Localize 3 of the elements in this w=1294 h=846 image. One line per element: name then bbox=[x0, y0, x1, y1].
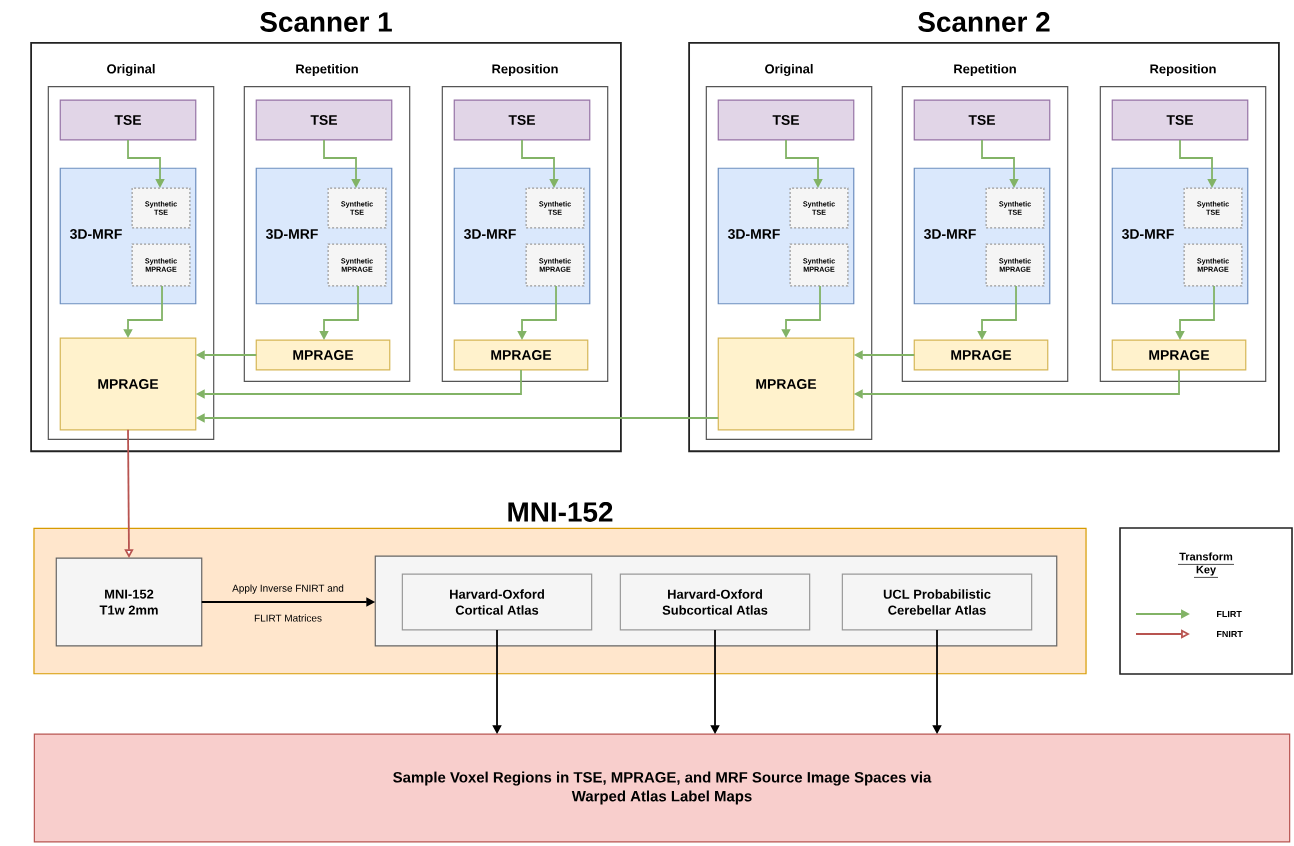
scanner-title: Scanner 2 bbox=[918, 12, 1050, 32]
band-title: MNI-152 bbox=[508, 502, 613, 522]
scanner-title: Scanner 1 bbox=[260, 12, 392, 32]
